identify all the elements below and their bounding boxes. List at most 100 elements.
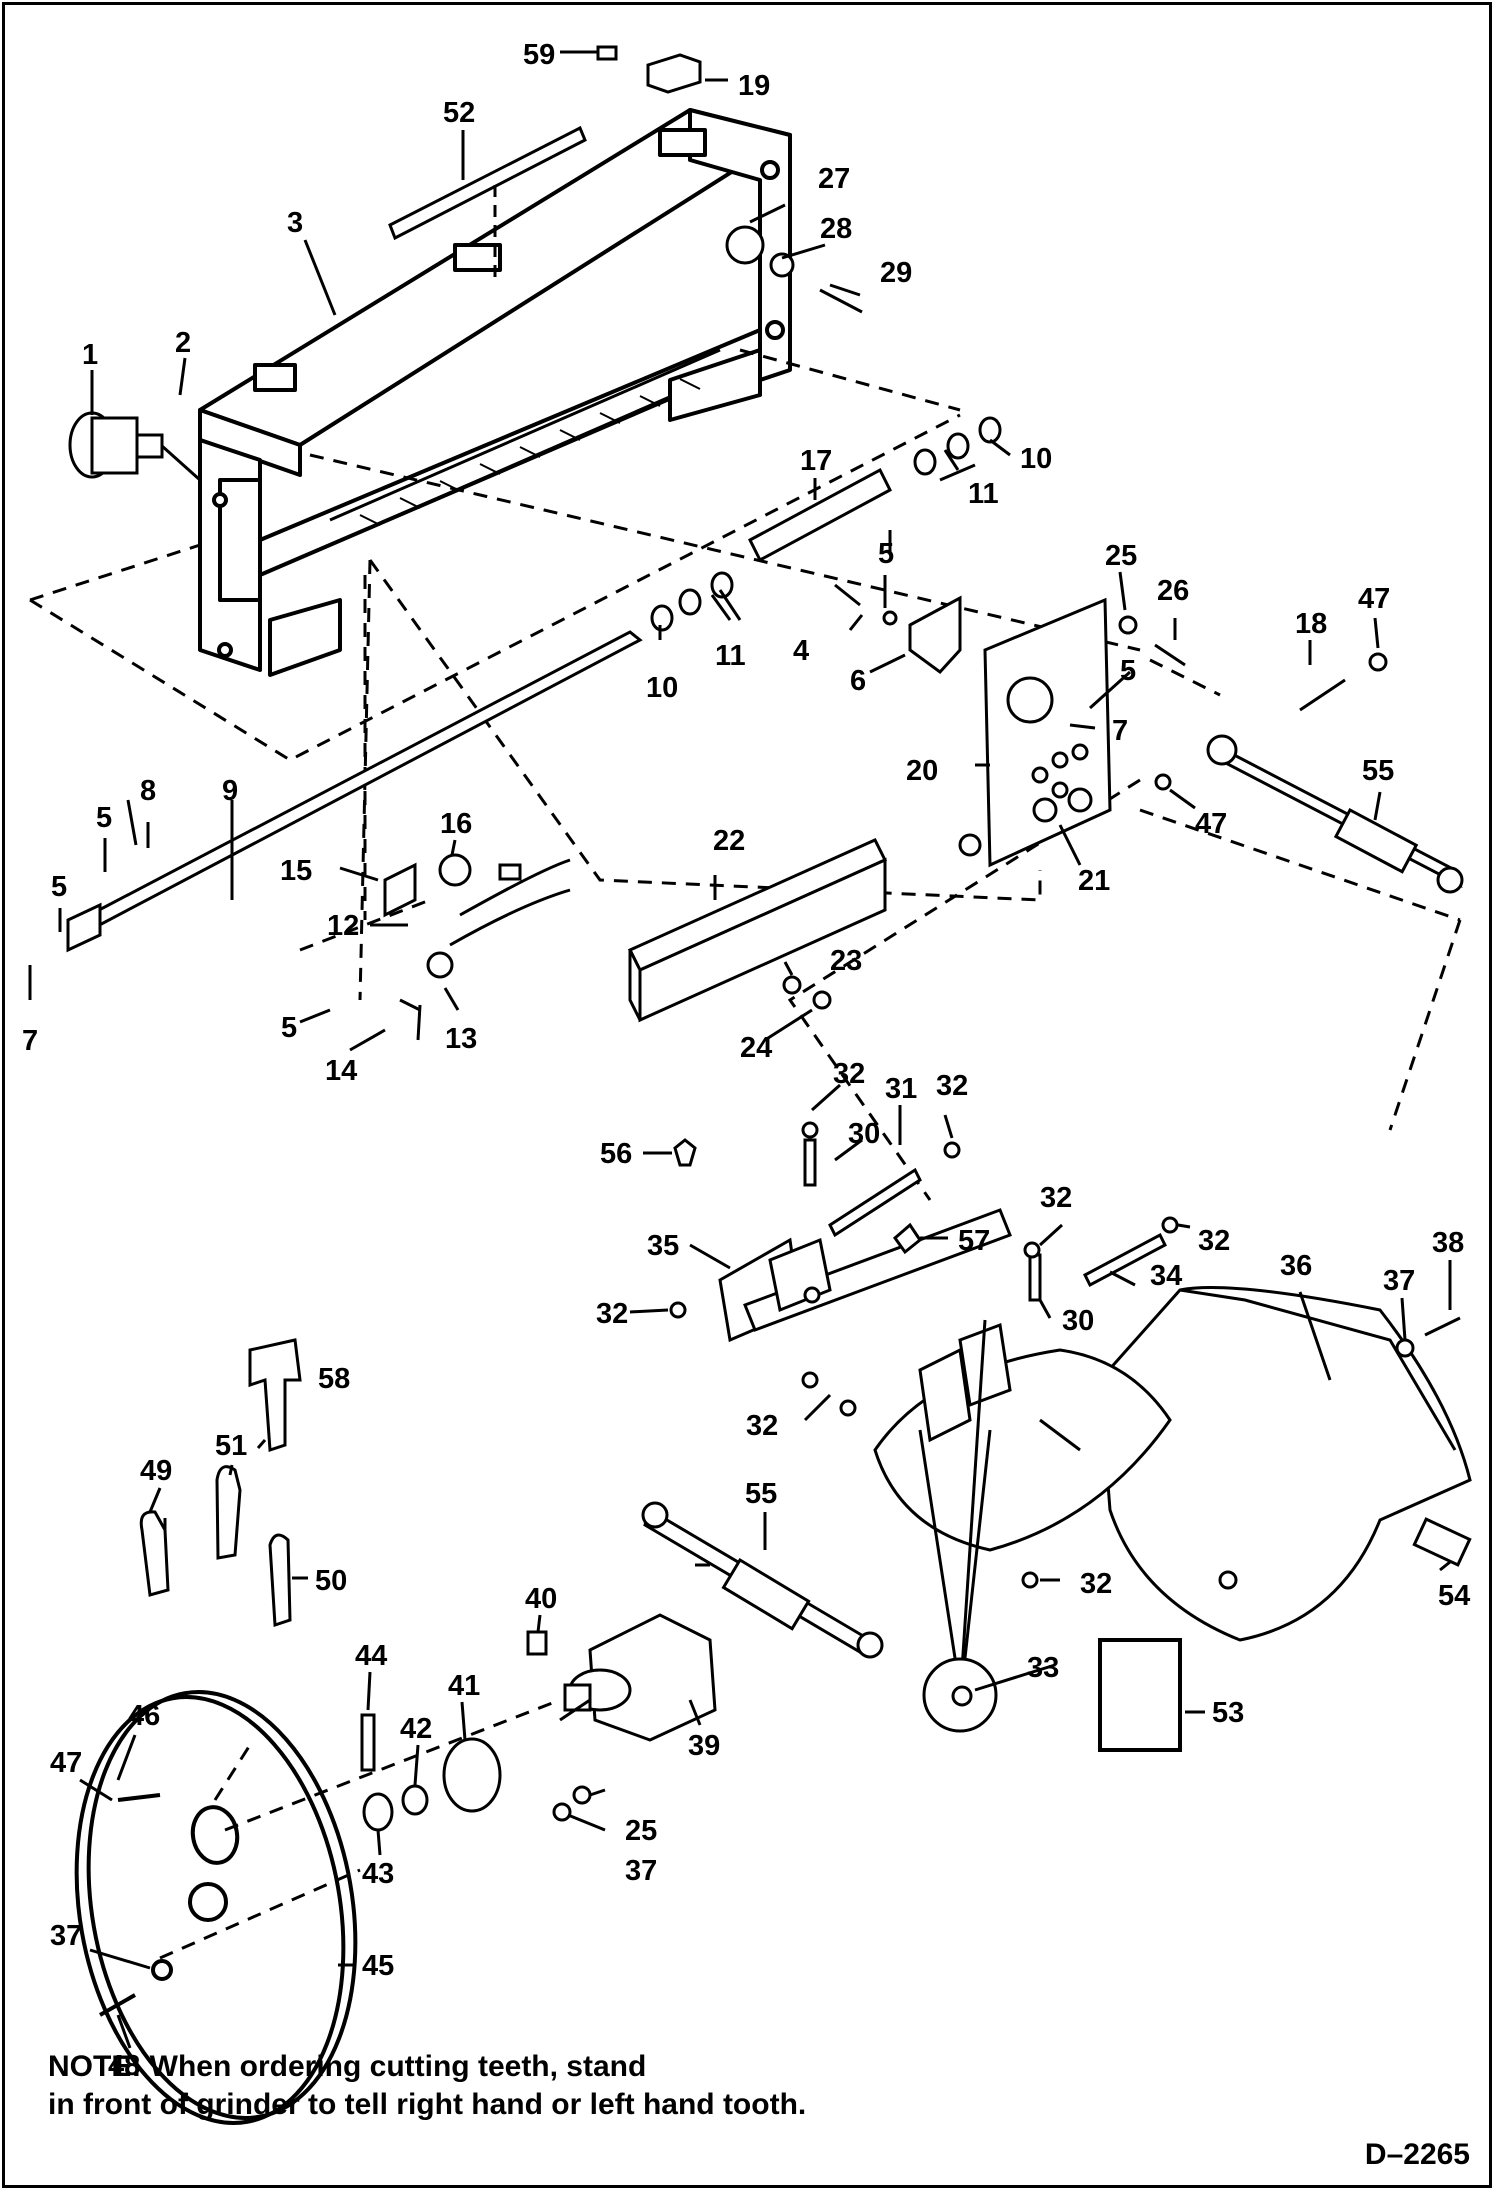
- callout-1: 1: [82, 339, 98, 371]
- callout-31: 31: [885, 1073, 917, 1105]
- callout-25b: 25: [625, 1815, 657, 1847]
- callout-51: 51: [215, 1430, 247, 1462]
- callout-5d: 5: [51, 871, 67, 903]
- callout-50: 50: [315, 1565, 347, 1597]
- part-36-housing: [1098, 1286, 1472, 1642]
- part-9-shaft: [66, 630, 643, 953]
- callout-33: 33: [1027, 1652, 1059, 1684]
- callout-32f: 32: [746, 1410, 778, 1442]
- part-20-plate: [958, 597, 1112, 868]
- callout-15: 15: [280, 855, 312, 887]
- part-23-24-group: [782, 975, 832, 1010]
- part-52-strip: [388, 125, 587, 241]
- part-22-angle: [627, 838, 888, 1023]
- callout-56: 56: [600, 1138, 632, 1170]
- callout-47a: 47: [1358, 583, 1390, 615]
- callout-labels: 1 2 3 4 5 5 5 5 5 6 7 7 8 9 10 10 11 11 …: [22, 39, 1470, 2082]
- callout-11a: 11: [968, 478, 999, 510]
- callout-10b: 10: [646, 672, 678, 704]
- blade-guide-lines: [159, 1698, 561, 1960]
- callout-40: 40: [525, 1583, 557, 1615]
- part-37-38-group: [1395, 1316, 1461, 1358]
- part-45-blade-disc: [74, 1690, 358, 2125]
- ordering-note: NOTE: When ordering cutting teeth, stand…: [48, 2048, 948, 2124]
- callout-13: 13: [445, 1023, 477, 1055]
- part-19-bracket: [596, 45, 702, 94]
- callout-24: 24: [740, 1032, 772, 1064]
- callout-8: 8: [140, 775, 156, 807]
- callout-57: 57: [958, 1225, 990, 1257]
- callout-6: 6: [850, 665, 866, 697]
- callout-4: 4: [793, 635, 809, 667]
- callout-32c: 32: [1040, 1182, 1072, 1214]
- callout-48: 48: [108, 2050, 140, 2082]
- leader-lines: [28, 50, 1452, 2049]
- callout-14: 14: [325, 1055, 357, 1087]
- callout-37a: 37: [1383, 1265, 1415, 1297]
- callout-3: 3: [287, 207, 303, 239]
- callout-42: 42: [400, 1713, 432, 1745]
- callout-16: 16: [440, 808, 472, 840]
- part-1-motor: [68, 411, 202, 482]
- callout-12: 12: [327, 910, 359, 942]
- callout-39: 39: [688, 1730, 720, 1762]
- callout-52: 52: [443, 97, 475, 129]
- part-18-55-group: [1154, 652, 1464, 894]
- callout-5c: 5: [96, 802, 112, 834]
- fasteners: [669, 1121, 1179, 1589]
- callout-43: 43: [362, 1858, 394, 1890]
- callout-32e: 32: [596, 1298, 628, 1330]
- part-31-34-pins: [803, 1138, 1167, 1302]
- callout-53: 53: [1212, 1697, 1244, 1729]
- callout-7a: 7: [1112, 715, 1128, 747]
- callout-7b: 7: [22, 1025, 38, 1057]
- callout-32a: 32: [833, 1058, 865, 1090]
- part-25-26-group: [1118, 615, 1186, 667]
- callout-32b: 32: [936, 1070, 968, 1102]
- callout-18: 18: [1295, 608, 1327, 640]
- callout-34: 34: [1150, 1260, 1182, 1292]
- callout-35: 35: [647, 1230, 679, 1262]
- callout-30b: 30: [1062, 1305, 1094, 1337]
- callout-5a: 5: [878, 538, 894, 570]
- callout-59: 59: [523, 39, 555, 71]
- callout-23: 23: [830, 945, 862, 977]
- callout-21: 21: [1078, 865, 1110, 897]
- callout-58: 58: [318, 1363, 350, 1395]
- callout-38: 38: [1432, 1227, 1464, 1259]
- callout-30a: 30: [848, 1118, 880, 1150]
- callout-46: 46: [128, 1700, 160, 1732]
- callout-32d: 32: [1198, 1225, 1230, 1257]
- callout-17: 17: [800, 445, 832, 477]
- cutting-teeth: [139, 1338, 302, 1628]
- part-15-16-13-group: [383, 853, 571, 1041]
- callout-32g: 32: [1080, 1568, 1112, 1600]
- frame-slats: [359, 378, 701, 526]
- callout-49: 49: [140, 1455, 172, 1487]
- part-33-detail: [918, 1429, 998, 1733]
- callout-5b: 5: [1120, 655, 1136, 687]
- main-frame: [198, 108, 792, 677]
- part-55-lower-cylinder: [641, 1501, 884, 1659]
- note-line-2: in front of grinder to tell right hand o…: [48, 2088, 807, 2121]
- callout-19: 19: [738, 70, 770, 102]
- part-17-shaft: [650, 416, 1002, 632]
- callout-37b: 37: [625, 1855, 657, 1887]
- callout-54: 54: [1438, 1580, 1470, 1612]
- part-40-key: [526, 1630, 548, 1656]
- callout-11b: 11: [715, 640, 746, 672]
- part-54-strip: [1412, 1517, 1472, 1567]
- callout-22: 22: [713, 825, 745, 857]
- callout-25a: 25: [1105, 540, 1137, 572]
- callout-28: 28: [820, 213, 852, 245]
- part-39-motor: [559, 1613, 717, 1742]
- callout-27: 27: [818, 163, 850, 195]
- callout-29: 29: [880, 257, 912, 289]
- callout-55a: 55: [1362, 755, 1394, 787]
- callout-10a: 10: [1020, 443, 1052, 475]
- part-53-gasket: [1098, 1638, 1182, 1752]
- part-6-bracket: [834, 583, 962, 675]
